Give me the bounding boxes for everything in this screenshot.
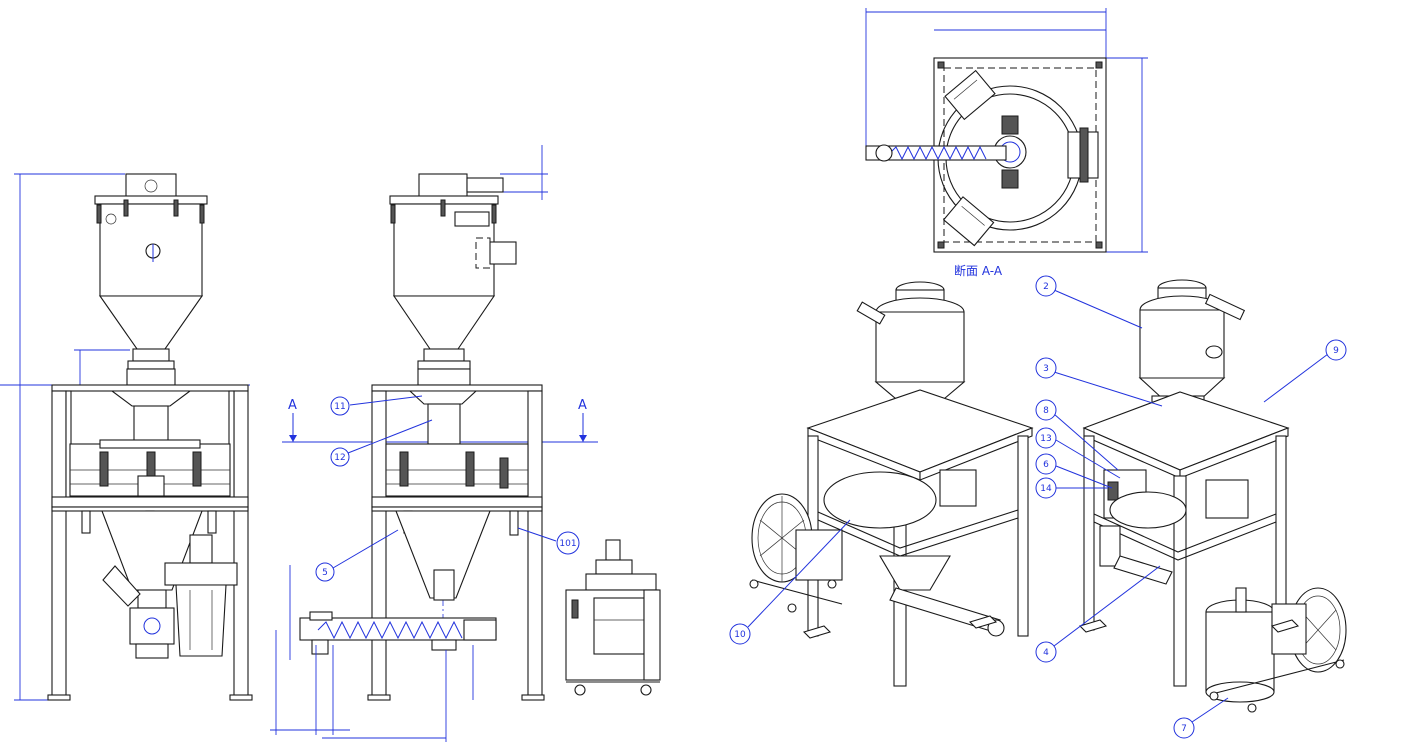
callout-8: 8: [1043, 406, 1049, 416]
callout-12: 12: [334, 453, 345, 463]
side-elevation-view: A A: [270, 145, 598, 742]
callout-2: 2: [1043, 282, 1049, 292]
section-a-a-view: 断面 A-A: [865, 8, 1148, 278]
callout-4: 4: [1043, 648, 1049, 658]
callout-10: 10: [734, 630, 746, 640]
callout-5: 5: [322, 568, 328, 578]
callout-101: 101: [559, 539, 576, 549]
section-mark-a-left: A: [288, 398, 297, 413]
callout-7: 7: [1181, 724, 1187, 734]
section-a-a-label: 断面 A-A: [954, 263, 1003, 278]
callout-9: 9: [1333, 346, 1339, 356]
vacuum-unit-view: [565, 539, 661, 696]
section-mark-a-right: A: [578, 398, 587, 413]
isometric-view-right: 2 3 9 8 13 6 14 4 7: [1035, 275, 1347, 739]
front-elevation-view: [0, 173, 253, 701]
callout-13: 13: [1040, 434, 1051, 444]
callout-14: 14: [1040, 484, 1052, 494]
isometric-view-left: 10: [729, 281, 1034, 687]
callout-11: 11: [334, 402, 345, 412]
callout-3: 3: [1043, 364, 1049, 374]
callout-6: 6: [1043, 460, 1049, 470]
